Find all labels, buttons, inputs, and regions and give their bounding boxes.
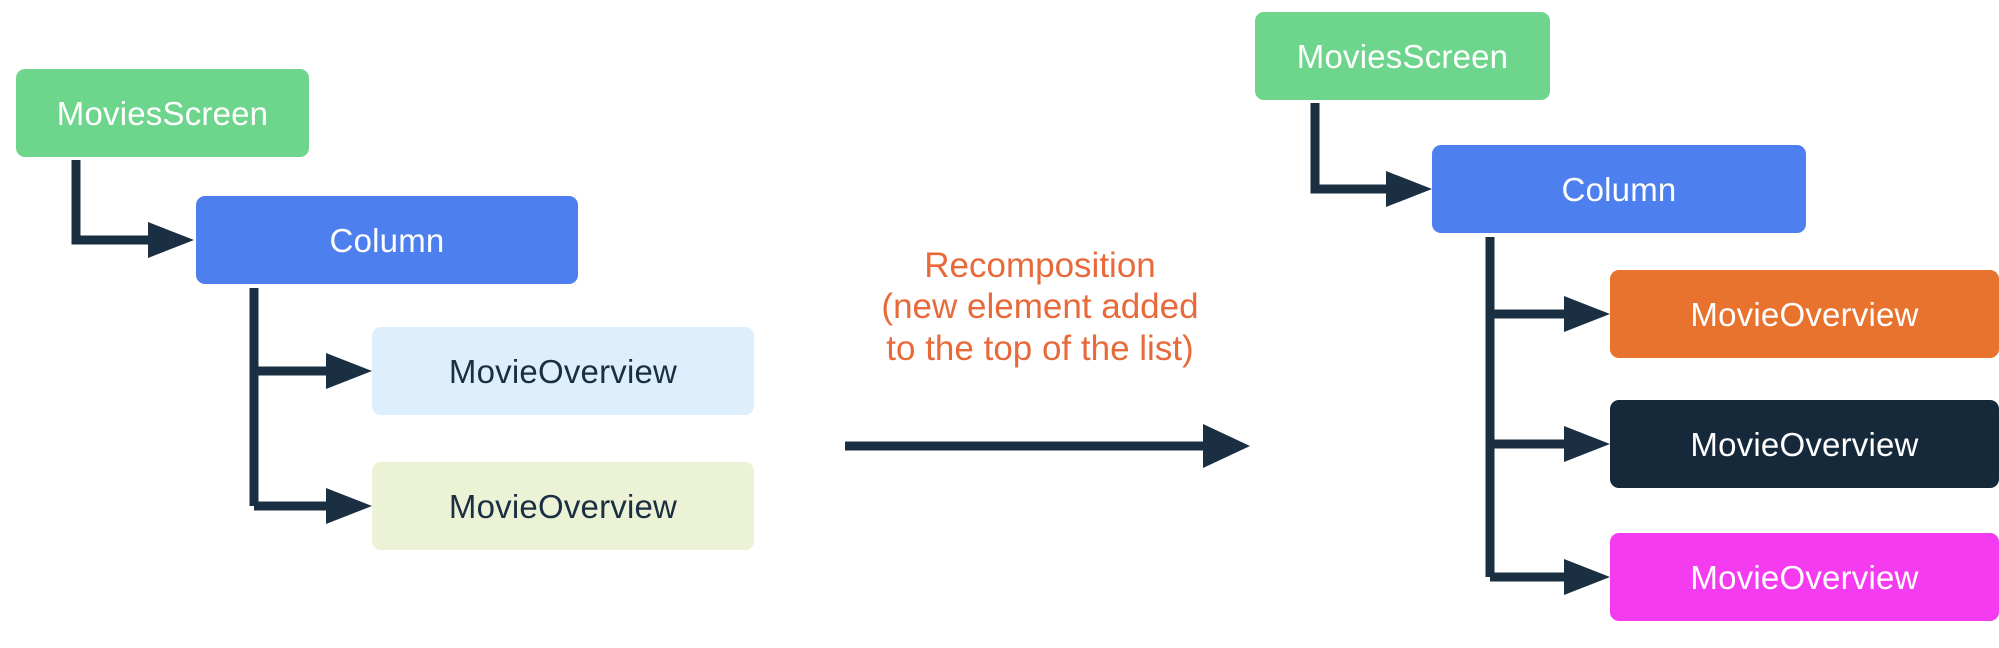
node-left-column[interactable]: Column: [196, 196, 578, 284]
node-right-movieoverview-2[interactable]: MovieOverview: [1610, 400, 1999, 488]
edge-left-column-to-movieoverview-2: [254, 488, 372, 524]
node-right-movieoverview-1[interactable]: MovieOverview: [1610, 270, 1999, 358]
node-right-movieoverview-3[interactable]: MovieOverview: [1610, 533, 1999, 621]
node-right-column[interactable]: Column: [1432, 145, 1806, 233]
node-left-movieoverview-1[interactable]: MovieOverview: [372, 327, 754, 415]
recomposition-arrow: [845, 424, 1250, 468]
edge-right-column-to-movieoverview-2: [1490, 426, 1610, 462]
node-left-movieoverview-2[interactable]: MovieOverview: [372, 462, 754, 550]
edge-right-moviesscreen-to-column: [1310, 103, 1432, 207]
edge-left-moviesscreen-to-column: [71, 160, 194, 258]
recomposition-caption: Recomposition (new element added to the …: [881, 246, 1199, 368]
edge-right-column-to-movieoverview-3: [1490, 559, 1610, 595]
node-left-moviesscreen[interactable]: MoviesScreen: [16, 69, 309, 157]
node-right-moviesscreen[interactable]: MoviesScreen: [1255, 12, 1550, 100]
edge-left-column-to-movieoverview-1: [254, 353, 372, 389]
edge-right-column-to-movieoverview-1: [1490, 296, 1610, 332]
